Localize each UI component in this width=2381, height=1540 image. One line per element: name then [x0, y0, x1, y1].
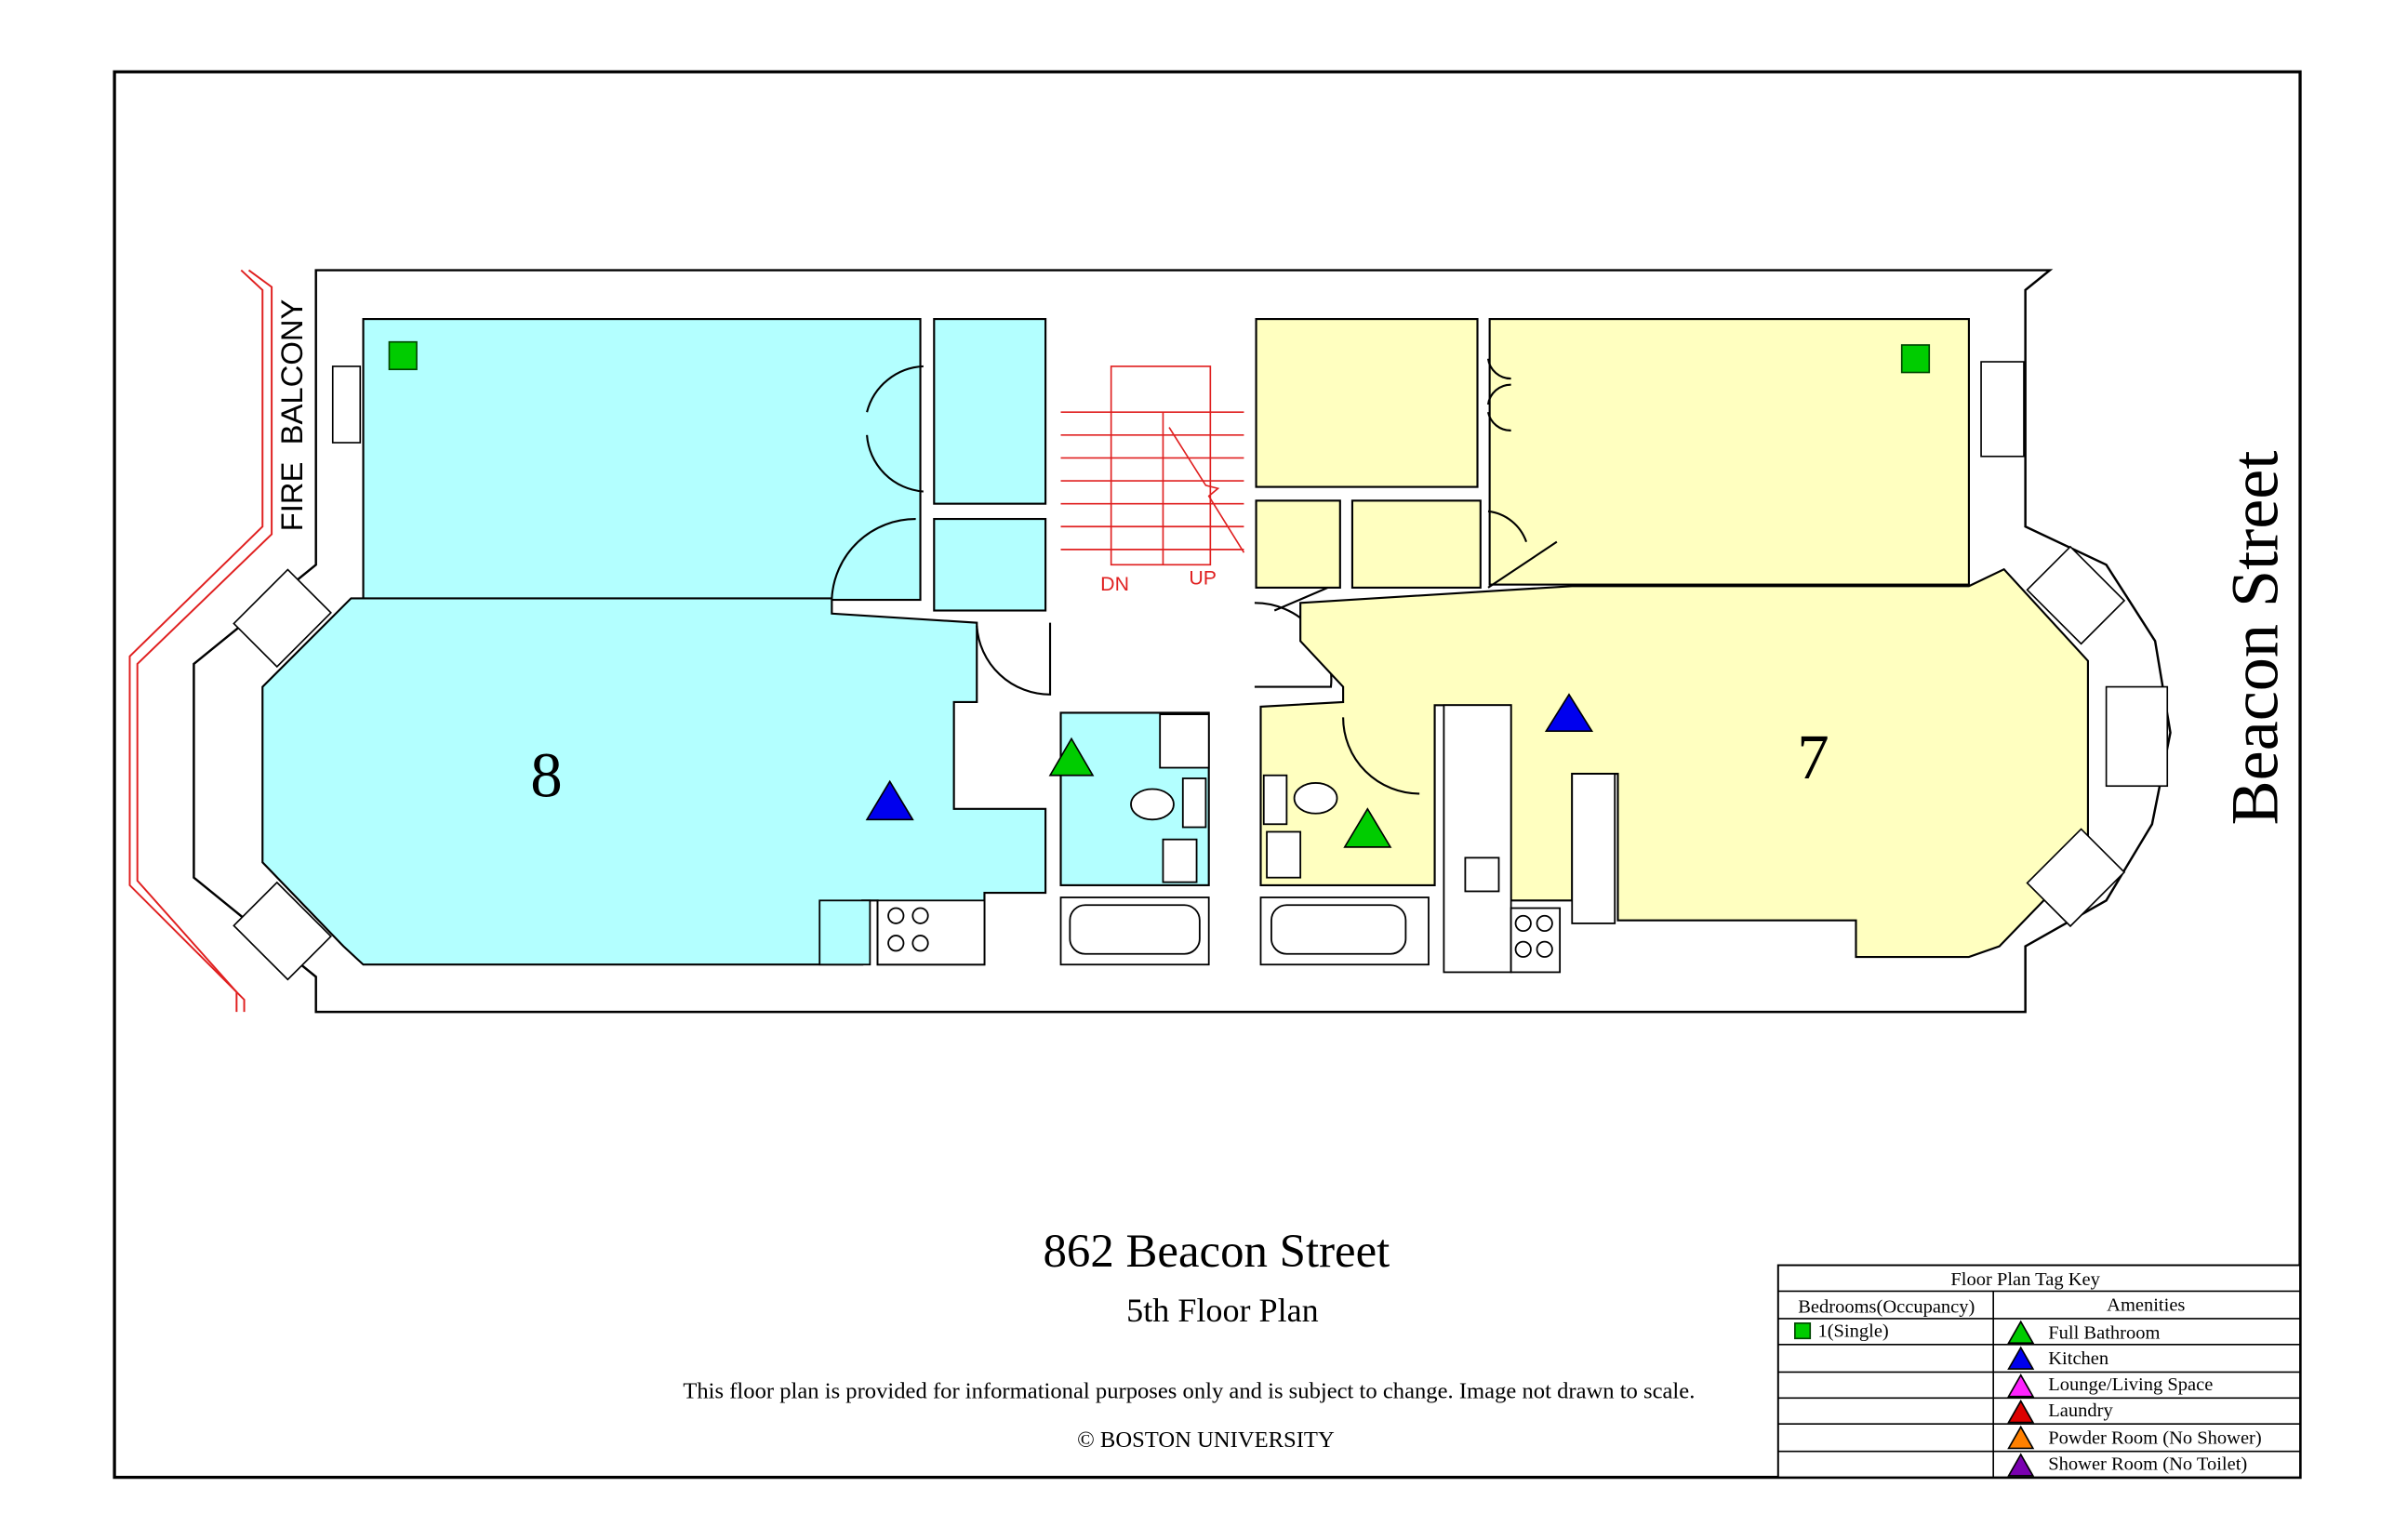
bedroom-tag-single: [1900, 344, 1931, 374]
legend-table: Floor Plan Tag Key Bedrooms(Occupancy) A…: [1776, 1264, 2302, 1479]
unit-7: [1255, 318, 2089, 974]
fire-balcony-label: FIRE BALCONY: [274, 299, 309, 531]
unit-8-closet: [933, 318, 1047, 505]
legend-bedrooms-header: Bedrooms(Occupancy): [1798, 1296, 1975, 1317]
stairwell: [1060, 365, 1245, 566]
full-bathroom-tag: [1343, 807, 1392, 848]
unit-8-bedroom: [362, 318, 922, 602]
legend-amenities-header: Amenities: [2107, 1295, 2185, 1316]
legend-powder-room-icon: [2007, 1425, 2035, 1450]
disclaimer: This floor plan is provided for informat…: [683, 1378, 1695, 1403]
legend-kitchen-icon: [2007, 1346, 2035, 1370]
bedroom-tag-single: [388, 340, 418, 371]
legend-single-swatch: [1794, 1322, 1812, 1340]
legend-shower-room-label: Shower Room (No Toilet): [2048, 1454, 2247, 1474]
legend-laundry-icon: [2007, 1399, 2035, 1424]
street-label: Beacon Street: [2217, 451, 2292, 826]
legend-full-bathroom-label: Full Bathroom: [2048, 1322, 2160, 1343]
unit-7-bedroom: [1488, 318, 1970, 586]
legend-full-bathroom-icon: [2007, 1320, 2035, 1345]
unit-7-number: 7: [1797, 722, 1829, 792]
legend-single-label: 1(Single): [1817, 1321, 1888, 1342]
legend-title: Floor Plan Tag Key: [1950, 1269, 2100, 1290]
copyright: © BOSTON UNIVERSITY: [1077, 1427, 1335, 1453]
unit-8-closet-2: [933, 517, 1047, 612]
kitchen-tag: [865, 779, 914, 821]
legend-lounge-label: Lounge/Living Space: [2048, 1374, 2213, 1395]
legend-shower-room-icon: [2007, 1453, 2035, 1477]
legend-kitchen-label: Kitchen: [2048, 1348, 2108, 1369]
stairs-down-label: DN: [1100, 573, 1129, 595]
unit-7-closet: [1255, 318, 1479, 488]
unit-8-closet-3: [818, 899, 871, 966]
building-title: 862 Beacon Street: [1043, 1226, 1390, 1278]
windows: [233, 361, 2169, 981]
kitchen-tag: [1544, 693, 1594, 732]
fire-balcony: FIRE BALCONY: [128, 269, 309, 1013]
floor-subtitle: 5th Floor Plan: [1126, 1292, 1319, 1329]
legend-lounge-icon: [2007, 1374, 2035, 1398]
unit-7-closet-2: [1255, 499, 1341, 589]
full-bathroom-tag: [1048, 737, 1095, 777]
unit-7-closet-3: [1350, 499, 1482, 589]
stairs-up-label: UP: [1189, 567, 1217, 590]
unit-8: [261, 318, 1210, 966]
legend-laundry-label: Laundry: [2048, 1401, 2113, 1421]
legend-powder-room-label: Powder Room (No Shower): [2048, 1428, 2261, 1449]
unit-8-number: 8: [530, 740, 562, 811]
